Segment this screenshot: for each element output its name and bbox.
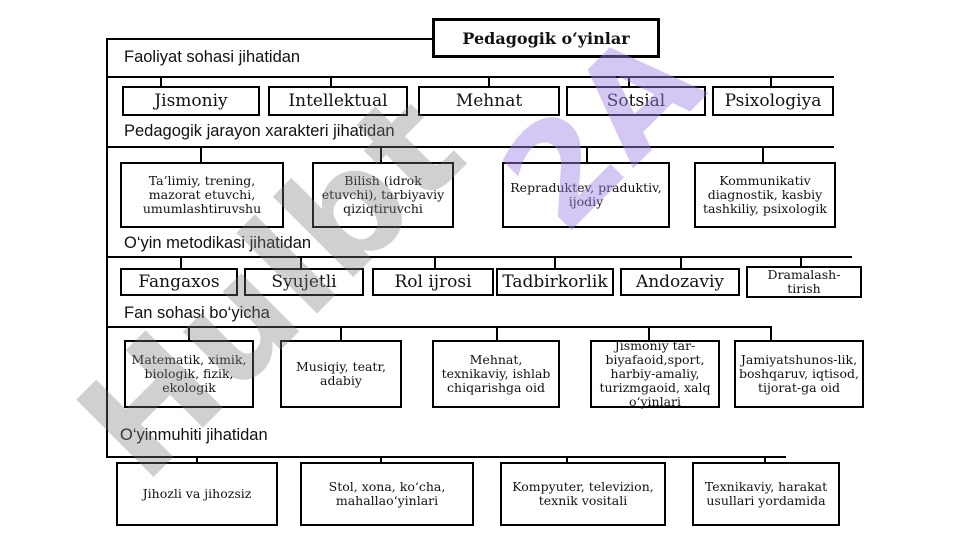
section-3-item: Dramalash-tirish [746, 266, 862, 298]
section-5-item: Texnikaviy, harakat usullari yordamida [692, 462, 840, 526]
section-5-item: Kompyuter, televizion, texnik vositali [500, 462, 666, 526]
section-1-drop [330, 76, 332, 88]
section-3-drop [680, 256, 682, 268]
section-3-item: Fangaxos [120, 268, 238, 296]
section-3-item: Tadbirkorlik [496, 268, 614, 296]
section-1-item: Intellektual [268, 86, 408, 116]
section-3-heading: O‘yin metodikasi jihatidan [122, 234, 314, 253]
section-1-item: Mehnat [418, 86, 560, 116]
section-1-drop [160, 76, 162, 88]
section-4-item: Matematik, ximik, biologik, fizik, ekolo… [124, 340, 254, 408]
section-2-heading: Pedagogik jarayon xarakteri jihatidan [122, 122, 397, 141]
section-4-drop [340, 326, 342, 340]
section-2-bar [106, 146, 834, 148]
section-5-item: Stol, xona, ko‘cha, mahallao‘yinlari [300, 462, 474, 526]
section-4-item: Musiqiy, teatr, adabiy [280, 340, 402, 408]
section-1-drop [488, 76, 490, 88]
section-4-drop [648, 326, 650, 340]
section-4-item: Jismoniy tar-biyafaoid,sport, harbiy-ama… [590, 339, 720, 409]
section-4-item: Mehnat, texnikaviy, ishlab chiqarishga o… [432, 340, 560, 408]
section-3-drop [554, 256, 556, 268]
spine-line [106, 38, 108, 458]
section-2-drop [200, 146, 202, 162]
section-5-drop [566, 456, 568, 464]
section-1-item: Psixologiya [712, 86, 834, 116]
section-3-drop [300, 256, 302, 268]
section-5-drop [196, 456, 198, 464]
section-2-item: Ta’limiy, trening, mazorat etuvchi, umum… [120, 162, 284, 228]
section-1-heading: Faoliyat sohasi jihatidan [122, 48, 303, 67]
spine-top-connector [106, 38, 432, 40]
section-3-item: Andozaviy [620, 268, 740, 296]
section-3-bar [106, 256, 852, 258]
section-1-item: Jismoniy [122, 86, 260, 116]
section-2-drop [380, 146, 382, 162]
section-3-drop [800, 256, 802, 268]
section-1-drop [628, 76, 630, 88]
root-node: Pedagogik o‘yinlar [432, 18, 660, 58]
section-3-drop [180, 256, 182, 268]
section-2-drop [762, 146, 764, 162]
section-4-bar [106, 326, 772, 328]
section-5-bar [106, 456, 786, 458]
section-1-bar [106, 76, 834, 78]
section-2-item: Kommunikativ diagnostik, kasbiy tashkili… [694, 162, 836, 228]
section-5-heading: O‘yinmuhiti jihatidan [118, 426, 270, 445]
section-1-drop [770, 76, 772, 88]
section-2-drop [586, 146, 588, 162]
section-3-item: Rol ijrosi [372, 268, 494, 296]
section-5-drop [764, 456, 766, 464]
section-4-heading: Fan sohasi bo‘yicha [122, 304, 272, 323]
section-4-drop [770, 326, 772, 340]
section-3-drop [434, 256, 436, 268]
section-2-item: Repraduktev, praduktiv, ijodiy [502, 162, 670, 228]
section-4-drop [188, 326, 190, 340]
section-4-item: Jamiyatshunos-lik, boshqaruv, iqtisod, t… [734, 340, 864, 408]
section-5-drop [380, 456, 382, 464]
section-4-drop [496, 326, 498, 340]
section-3-item: Syujetli [244, 268, 364, 296]
section-2-item: Bilish (idrok etuvchi), tarbiyaviy qiziq… [312, 162, 454, 228]
section-5-item: Jihozli va jihozsiz [116, 462, 278, 526]
section-1-item: Sotsial [566, 86, 706, 116]
